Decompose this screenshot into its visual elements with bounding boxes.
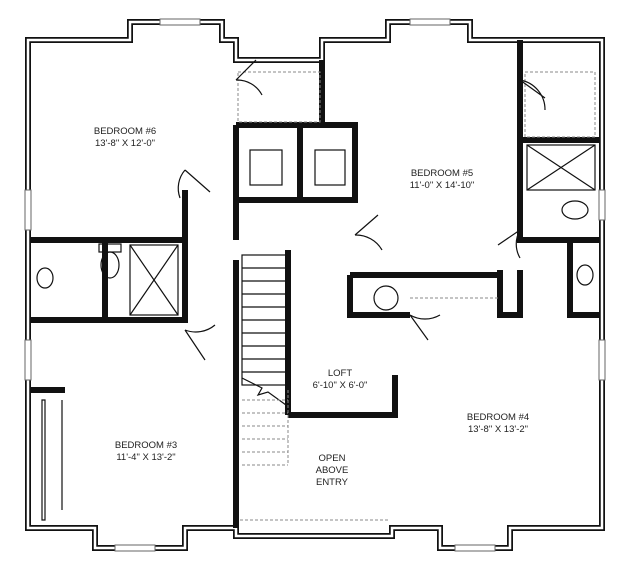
open-line-2: ABOVE	[315, 465, 349, 476]
windows	[24, 18, 606, 552]
room-name: BEDROOM #4	[466, 412, 530, 423]
room-name: BEDROOM #5	[410, 168, 474, 179]
room-label-loft: LOFT 6'-10" X 6'-0"	[313, 368, 368, 392]
fixtures	[36, 71, 596, 316]
room-label-bedroom-6: BEDROOM #6 13'-8" X 12'-0"	[94, 126, 156, 150]
room-label-bedroom-5: BEDROOM #5 11'-0" X 14'-10"	[410, 168, 475, 192]
room-label-open-above-entry: OPEN ABOVE ENTRY	[316, 453, 349, 489]
room-size: 11'-0" X 14'-10"	[409, 180, 475, 191]
room-size: 13'-8" X 12'-0"	[94, 138, 156, 149]
stairs	[240, 254, 390, 521]
interior-walls	[30, 40, 600, 528]
doors	[41, 59, 546, 521]
room-size: 13'-8" X 13'-2"	[467, 424, 529, 435]
room-size: 6'-10" X 6'-0"	[312, 380, 368, 391]
open-line-1: OPEN	[318, 453, 346, 464]
room-label-bedroom-4: BEDROOM #4 13'-8" X 13'-2"	[467, 412, 529, 436]
room-name: BEDROOM #3	[114, 440, 178, 451]
room-name: LOFT	[327, 368, 353, 379]
room-size: 11'-4" X 13'-2"	[116, 452, 176, 463]
exterior-walls	[25, 19, 605, 551]
open-line-3: ENTRY	[315, 477, 349, 488]
room-name: BEDROOM #6	[93, 126, 157, 137]
room-label-bedroom-3: BEDROOM #3 11'-4" X 13'-2"	[115, 440, 177, 464]
